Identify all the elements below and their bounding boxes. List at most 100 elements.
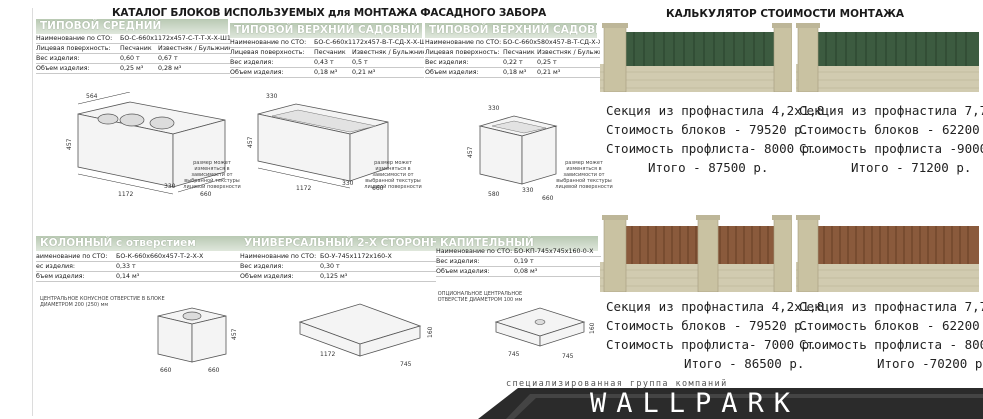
spec-value: 0,08 м³ [514, 268, 538, 275]
spec-value: 0,19 т [514, 258, 534, 265]
dim-label: 580 [488, 191, 500, 198]
estimate-sheet-cost: Стоимость профлиста - 8000 р. [799, 337, 983, 352]
spec-value: 0,125 м³ [320, 273, 348, 280]
estimate-total: Итого - 87500 р. [648, 160, 769, 175]
dim-label: 1172 [320, 351, 335, 358]
spec-value: 0,33 т [116, 263, 136, 270]
estimate-blocks-cost: Стоимость блоков - 62200 р. [799, 318, 983, 333]
drawing-top-garden-half: 330 457 580 330 660 [467, 105, 558, 202]
spec-value: 0,14 м³ [116, 273, 140, 280]
estimate-sheet-cost: Стоимость профлиста -9000 р. [799, 141, 983, 156]
estimate-sheet-cost: Стоимость профлиста- 7000 р. [606, 337, 817, 352]
spec-row: аименование по СТО:БО-К-660х660х457-Т-2-… [36, 252, 240, 262]
spec-value: 0,60 т [120, 55, 140, 62]
dim-label: 1172 [118, 191, 133, 198]
dim-label: 330 [522, 187, 534, 194]
fence-image-green-7-7 [796, 23, 979, 92]
estimate-blocks-cost: Стоимость блоков - 79520 р. [606, 122, 810, 137]
spec-row: Наименование по СТО:БО-С-660х580х457-В-Т… [425, 38, 600, 48]
spec-value: 0,43 т [314, 59, 334, 66]
dim-label: 660 [200, 191, 212, 198]
drawing-capital: 160 745 745 [494, 307, 596, 360]
block-header-universal: УНИВЕРСАЛЬНЫЙ 2-Х СТОРОННИЙ [240, 236, 436, 251]
spec-value: БО-КП-745х745х160-0-Х [514, 248, 594, 255]
spec-value: 0,25 м³ [120, 65, 144, 72]
spec-row: Объем изделия: 0,125 м³ [240, 272, 436, 282]
spec-label: Лицевая поверхность: [230, 49, 305, 56]
texture-note: размер может изменяться в зависимости от… [364, 160, 422, 190]
spec-label: аименование по СТО: [36, 253, 108, 260]
drawing-universal: 160 1172 745 [298, 303, 434, 368]
spec-row: Наименование по СТО: БО-С-660х1172х457-С-… [36, 34, 230, 44]
spec-row: бъем изделия: 0,14 м³ [36, 272, 240, 282]
spec-value: Песчаник [120, 45, 152, 52]
dim-label: 160 [589, 322, 596, 334]
spec-value-alt: Известняк / Бульжник / Техно [352, 49, 424, 56]
left-divider [32, 8, 33, 416]
spec-label: Вес изделия: [36, 55, 80, 62]
spec-row: Вес изделия:0,30 т [240, 262, 436, 272]
spec-label: Наименование по СТО: [230, 39, 307, 46]
spec-value: 0,18 м³ [314, 69, 338, 76]
fence-image-brown-4-2 [600, 215, 792, 292]
hole-note: ОПЦИОНАЛЬНОЕ ЦЕНТРАЛЬНОЕ ОТВЕРСТИЕ ДИАМЕ… [437, 291, 523, 303]
texture-note: размер может изменяться в зависимости от… [183, 160, 241, 190]
spec-value: БО-С-660х1172х457-С-Т-Т-Х-Х-Ш1 [120, 35, 230, 42]
spec-label: Наименование по СТО: [240, 253, 317, 260]
dim-label: 457 [66, 138, 73, 150]
spec-label: Вес изделия: [425, 59, 469, 66]
estimate-total: Итого -70200 р. [877, 356, 983, 371]
estimate-sheet-cost: Стоимость профлиста- 8000 р. [606, 141, 817, 156]
estimate-blocks-cost: Стоимость блоков - 62200 р. [799, 122, 983, 137]
spec-label: Лицевая поверхность: [425, 49, 500, 56]
spec-label: Объем изделия: [425, 69, 479, 76]
spec-table-capital: Наименование по СТО:БО-КП-745х745х160-0-… [436, 247, 601, 277]
spec-value-alt: 0,21 м³ [537, 69, 561, 76]
spec-value-alt: 0,25 т [537, 59, 557, 66]
block-header-column: КОЛОННЫЙ с отверстием [36, 236, 240, 251]
spec-row: Вес изделия:0,19 т [436, 257, 601, 267]
dim-label: 330 [342, 180, 354, 187]
estimate-blocks-cost: Стоимость блоков - 79520 р. [606, 318, 810, 333]
spec-label: Объем изделия: [240, 273, 294, 280]
drawing-typical-middle: 564 457 1172 330 660 [66, 92, 226, 198]
dim-label: 160 [427, 326, 434, 338]
dim-label: 330 [488, 105, 500, 112]
spec-value: БО-С-660х580х457-В-Т-СД-Х-Х-Ш0 [503, 39, 600, 46]
spec-value: Песчаник [314, 49, 346, 56]
texture-note: размер может изменяться в зависимости от… [555, 160, 613, 190]
dim-label: 745 [508, 351, 520, 358]
spec-row: Наименование по СТО:БО-КП-745х745х160-0-… [436, 247, 601, 257]
spec-label: бъем изделия: [36, 273, 85, 280]
spec-label: Наименование по СТО: [436, 248, 513, 255]
spec-row: Вес изделия: 0,43 т 0,5 т [230, 58, 424, 68]
spec-table-top-garden-half: Наименование по СТО:БО-С-660х580х457-В-Т… [425, 38, 600, 78]
dim-label: 1172 [296, 185, 311, 192]
spec-table-column: аименование по СТО:БО-К-660х660х457-Т-2-… [36, 252, 240, 282]
spec-table-typical-middle: Наименование по СТО: БО-С-660х1172х457-С-… [36, 34, 230, 74]
dim-label: 457 [467, 146, 474, 158]
estimate-section: Секция из профнастила 7,7х1,8 [799, 103, 983, 118]
catalog-title: КАТАЛОГ БЛОКОВ ИСПОЛЬЗУЕМЫХ для МОНТАЖА … [112, 7, 547, 19]
spec-value-alt: Известняк / Бульжник / Техно [158, 45, 230, 52]
spec-label: Объем изделия: [230, 69, 284, 76]
dim-label: 457 [231, 328, 238, 340]
spec-value-alt: 0,5 т [352, 59, 368, 66]
spec-table-universal: Наименование по СТО:БО-У-745х1172х160-Х … [240, 252, 436, 282]
dim-label: 457 [247, 136, 254, 148]
estimate-total: Итого - 86500 р. [684, 356, 805, 371]
dim-label: 660 [160, 367, 172, 374]
spec-label: Вес изделия: [230, 59, 274, 66]
spec-value: БО-У-745х1172х160-Х [320, 253, 392, 260]
spec-label: Наименование по СТО: [36, 35, 113, 42]
spec-value-alt: 0,67 т [158, 55, 178, 62]
spec-value-alt: 0,28 м³ [158, 65, 182, 72]
block-header-capital: КАПИТЕЛЬНЫЙ [436, 236, 598, 251]
estimate-section: Секция из профнастила 4,2х1,8 [606, 299, 825, 314]
dim-label: 330 [266, 93, 278, 100]
